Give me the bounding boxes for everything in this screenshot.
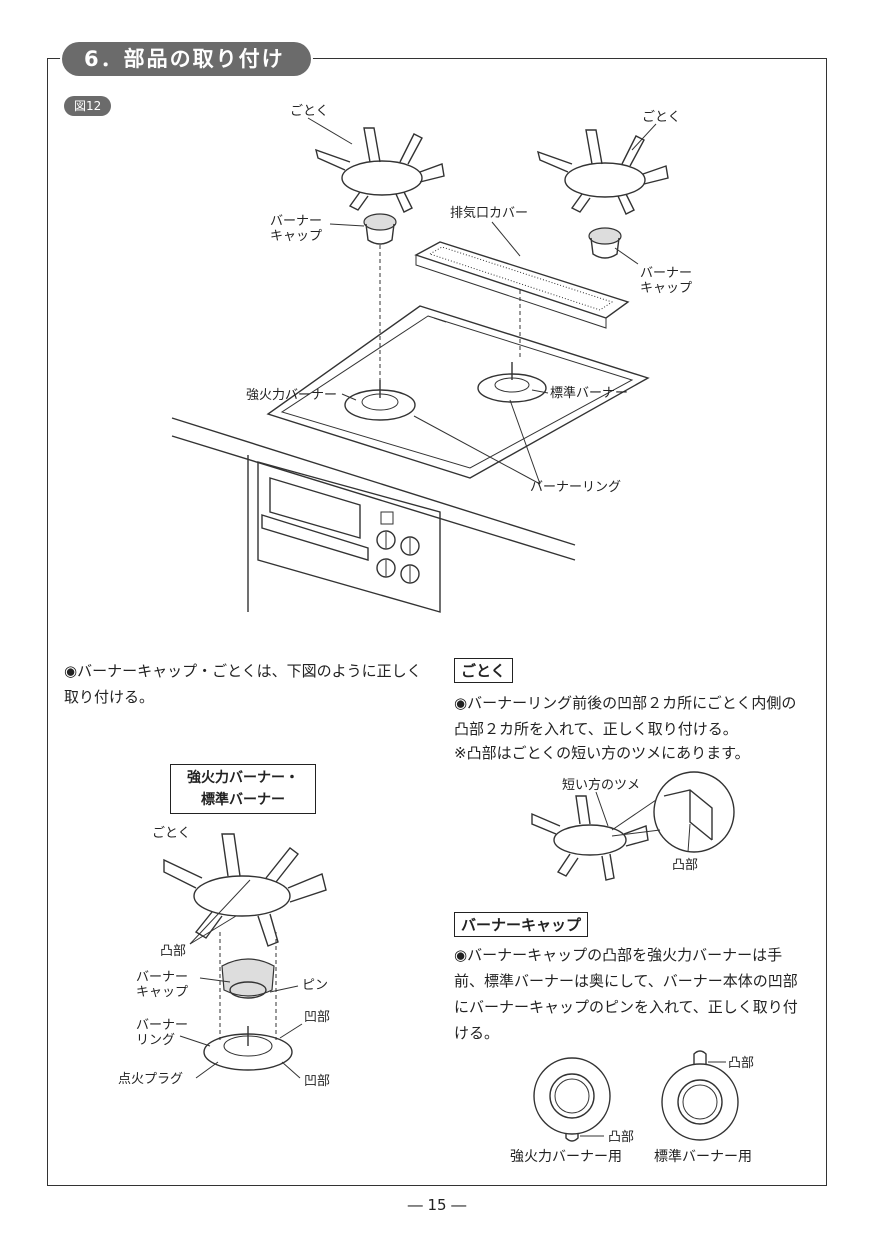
standard-use-label: 標準バーナー用 (654, 1149, 752, 1165)
cap-text: ◉バーナーキャップの凸部を強火力バーナーは手前、標準バーナーは奥にして、バーナー… (454, 946, 798, 1042)
label-standard-burner: 標準バーナー (550, 386, 629, 401)
page-number: ― 15 ― (407, 1196, 467, 1214)
burner-type-box: 強火力バーナー・ 標準バーナー (170, 764, 316, 814)
gotoku-text: ◉バーナーリング前後の凹部２カ所にごとく内側の凸部２カ所を入れて、正しく取り付け… (454, 694, 797, 738)
label-gotoku-right: ごとく (642, 110, 681, 125)
asm-label-totsubu: 凸部 (160, 944, 187, 959)
label-burner-ring: バーナーリング (530, 480, 622, 495)
detail-totsubu-label: 凸部 (672, 858, 699, 873)
cap-heading: バーナーキャップ (454, 912, 589, 937)
label-strong-burner: 強火力バーナー (246, 388, 338, 403)
strong-use-label: 強火力バーナー用 (510, 1149, 622, 1165)
gotoku-heading: ごとく (454, 658, 513, 683)
asm-label-igniter: 点火プラグ (118, 1072, 184, 1087)
figure-badge: 図12 (64, 96, 112, 116)
asm-label-pin: ピン (302, 978, 329, 993)
totsubu-label-b: 凸部 (728, 1056, 755, 1071)
label-burner-cap-left: バーナー キャップ (270, 214, 323, 244)
gotoku-note: ※凸部はごとくの短い方のツメにあります。 (454, 744, 750, 762)
label-exhaust-cover: 排気口カバー (450, 206, 529, 221)
section-title: 6．部品の取り付け (62, 42, 311, 76)
intro-text: ◉バーナーキャップ・ごとくは、下図のように正しく取り付ける。 (64, 662, 422, 706)
burner-type-line-1: 強火力バーナー・ (187, 770, 299, 786)
short-claw-label: 短い方のツメ (562, 778, 641, 793)
asm-label-oubu-1: 凹部 (304, 1010, 331, 1025)
asm-label-cap: バーナー キャップ (136, 970, 189, 1000)
totsubu-label-a: 凸部 (608, 1130, 635, 1145)
burner-type-line-2: 標準バーナー (201, 792, 285, 808)
label-burner-cap-right: バーナー キャップ (640, 266, 693, 296)
page-frame (47, 58, 827, 1186)
asm-label-oubu-2: 凹部 (304, 1074, 331, 1089)
asm-label-ring: バーナー リング (136, 1018, 189, 1048)
cooktop-illustration (171, 117, 669, 613)
asm-label-gotoku: ごとく (152, 826, 191, 841)
label-gotoku-left: ごとく (290, 104, 329, 119)
